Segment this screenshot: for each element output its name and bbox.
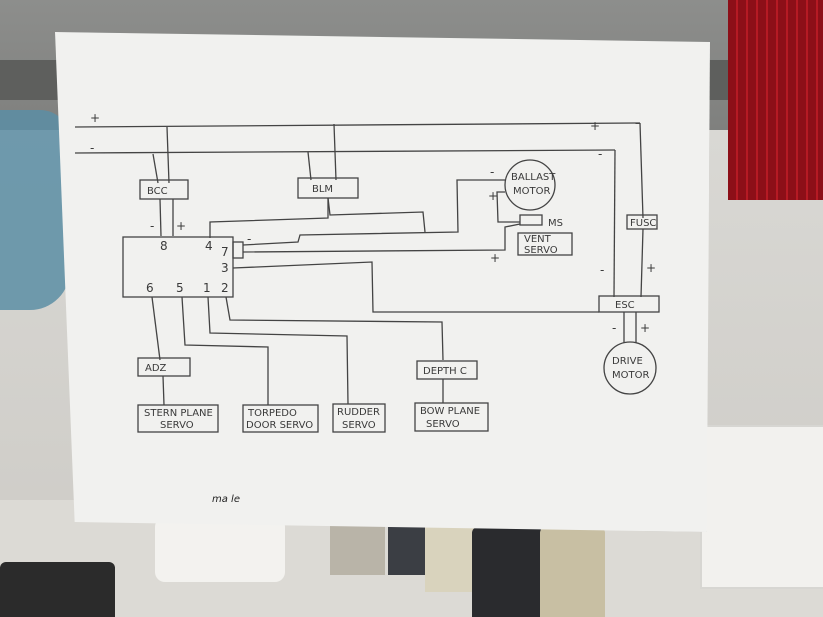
wire: [225, 296, 444, 361]
wire: [327, 197, 426, 233]
ballast-motor-circle: [504, 159, 556, 211]
depth-c-label: DEPTH C: [423, 366, 467, 377]
esc-box: [598, 295, 660, 313]
channel-8: 8: [160, 239, 168, 253]
bow-plane-servo-box: [414, 402, 489, 432]
drive-motor-label: DRIVE: [612, 356, 643, 367]
bow-plane-servo-label: BOW PLANE: [420, 406, 480, 417]
stern-plane-servo-box: [137, 404, 219, 433]
positive-rail-label: +: [90, 111, 100, 125]
channel-1: 1: [203, 281, 211, 295]
bcc-minus: -: [150, 219, 154, 233]
paper-sheet: [55, 32, 710, 532]
wire: [496, 191, 520, 223]
paint-jar: [472, 527, 542, 617]
vent-servo-label-2: SERVO: [524, 245, 558, 256]
wire: [242, 223, 521, 253]
fusc-label: FUSC: [630, 218, 656, 229]
drive-motor-circle: [603, 341, 657, 395]
esc-rail-plus: +: [590, 119, 600, 133]
esc-minus: -: [600, 263, 604, 277]
torpedo-door-servo-box: [242, 404, 319, 433]
stern-plane-servo-label: STERN PLANE: [144, 408, 213, 419]
ballast-plus: +: [488, 189, 498, 203]
ballast-minus: -: [490, 165, 494, 179]
drive-minus: -: [612, 321, 616, 335]
signature: ma le: [212, 494, 240, 505]
ms-label: MS: [548, 218, 563, 229]
wire: [166, 126, 170, 184]
channel-5: 5: [176, 281, 184, 295]
stern-plane-servo-label-2: SERVO: [160, 420, 194, 431]
rudder-servo-label: RUDDER: [337, 407, 380, 418]
adz-label: ADZ: [145, 363, 167, 374]
tape-roll: [155, 517, 285, 582]
vent-servo-box: [517, 232, 573, 256]
black-case: [0, 562, 115, 617]
esc-label: ESC: [615, 300, 635, 311]
face-mask: [0, 110, 70, 310]
wire: [209, 198, 329, 238]
red-books: [728, 0, 823, 200]
esc-rail-minus: -: [598, 147, 602, 161]
receiver-minus: -: [247, 232, 251, 246]
drive-plus: +: [640, 321, 650, 335]
wire: [639, 122, 644, 219]
depth-c-box: [416, 360, 478, 380]
wire: [162, 375, 165, 406]
wire: [307, 151, 312, 181]
wire: [333, 123, 337, 181]
bcc-plus: +: [176, 219, 186, 233]
negative-rail-label: -: [90, 141, 94, 155]
positive-rail: [74, 122, 641, 128]
paint-jar: [425, 517, 475, 592]
channel-6: 6: [146, 281, 154, 295]
paint-jar: [540, 527, 605, 617]
receiver-box: [122, 236, 234, 298]
channel-7: 7: [221, 245, 229, 259]
receiver-connector: [232, 241, 244, 259]
esc-plus: +: [646, 261, 656, 275]
fusc-box: [626, 214, 658, 230]
bcc-box: [139, 179, 189, 200]
torpedo-door-servo-label: TORPEDO: [247, 408, 297, 419]
adz-box: [137, 357, 191, 377]
blm-label: BLM: [312, 184, 333, 195]
vent-plus: +: [490, 251, 500, 265]
wire: [207, 296, 349, 405]
rudder-servo-label-2: SERVO: [342, 420, 376, 431]
wire: [181, 296, 269, 405]
wire: [159, 198, 162, 237]
ballast-motor-label: BALLAST: [511, 172, 556, 183]
wire: [613, 149, 616, 298]
drive-motor-label-2: MOTOR: [612, 370, 649, 381]
wire: [242, 179, 505, 246]
ballast-motor-label-2: MOTOR: [513, 186, 550, 197]
channel-2: 2: [221, 281, 229, 295]
vent-servo-label: VENT: [524, 234, 552, 245]
bcc-label: BCC: [147, 186, 168, 197]
torpedo-door-servo-label-2: DOOR SERVO: [246, 420, 313, 431]
channel-3: 3: [221, 261, 229, 275]
channel-4: 4: [205, 239, 213, 253]
wire: [640, 228, 644, 298]
negative-rail: [74, 149, 616, 154]
wire: [152, 153, 159, 184]
wire: [151, 296, 161, 361]
ms-box: [519, 214, 543, 226]
bow-plane-servo-label-2: SERVO: [426, 419, 460, 430]
wire: [232, 261, 599, 313]
rudder-servo-box: [332, 403, 386, 433]
